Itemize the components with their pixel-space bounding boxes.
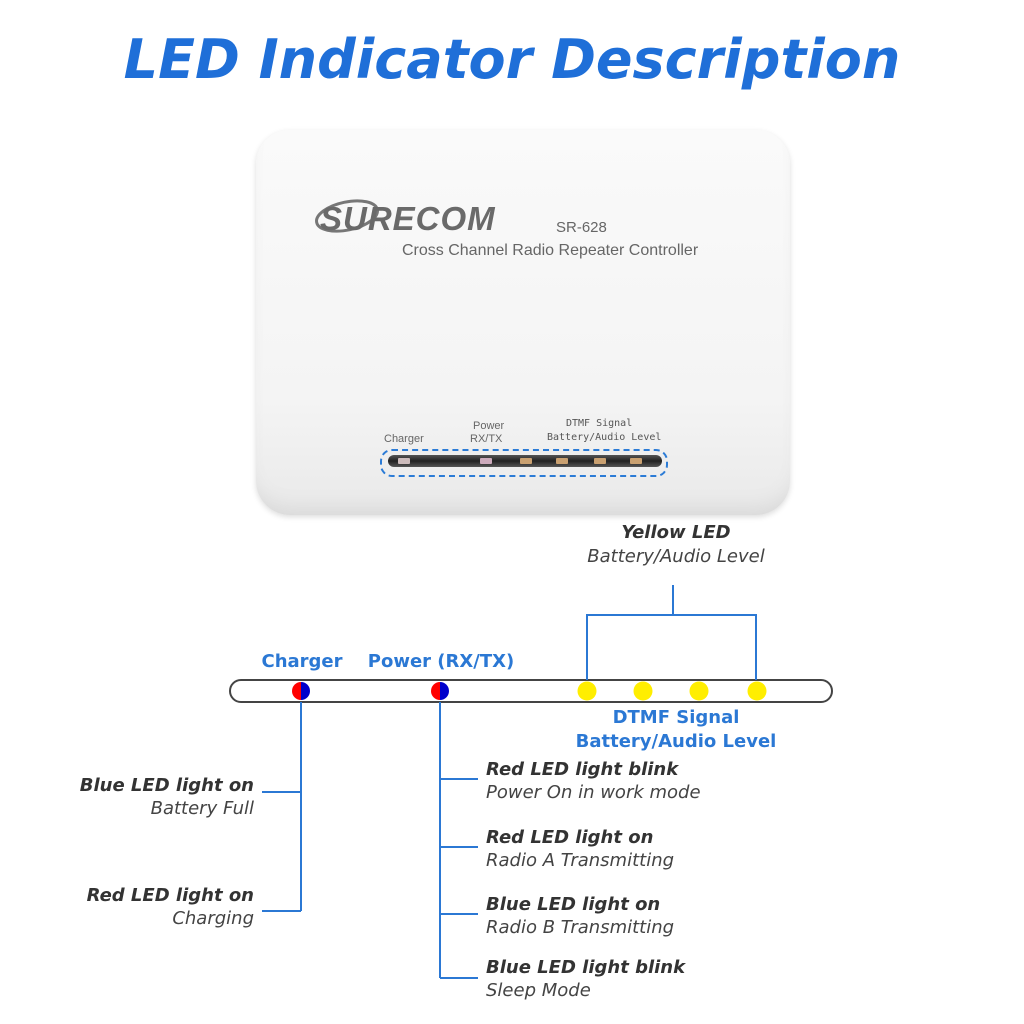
yellow-led-desc: Battery/Audio Level <box>587 546 765 567</box>
device-label-charger: Charger <box>384 433 424 445</box>
yellow-led-icon <box>689 681 709 701</box>
state-title: Blue LED light on <box>486 894 661 915</box>
power-label: Power (RX/TX) <box>367 651 515 672</box>
state-desc: Sleep Mode <box>486 980 591 1001</box>
led-bar <box>229 679 833 703</box>
power-state: Blue LED light on Radio B Transmitting <box>486 894 674 938</box>
state-title: Red LED light on <box>486 827 654 848</box>
state-desc: Radio B Transmitting <box>486 917 675 938</box>
yellow-led-title: Yellow LED <box>621 522 731 543</box>
device-led-yellow <box>556 458 568 464</box>
logo-swoosh-icon <box>315 199 379 233</box>
yellow-led-icon <box>747 681 767 701</box>
yellow-led-icon <box>577 681 597 701</box>
state-desc: Battery Full <box>150 798 254 819</box>
battery-audio-label: Battery/Audio Level <box>575 731 777 752</box>
charger-label: Charger <box>261 651 343 672</box>
charger-led-icon <box>292 682 310 700</box>
device-led-charger <box>398 458 410 464</box>
device-led-power <box>480 458 492 464</box>
power-state: Red LED light blink Power On in work mod… <box>486 759 701 803</box>
device-led-yellow <box>520 458 532 464</box>
charger-state: Red LED light on Charging <box>87 885 254 929</box>
device-subtitle: Cross Channel Radio Repeater Controller <box>402 242 699 259</box>
state-title: Red LED light blink <box>486 759 679 780</box>
device-label-rxtx: RX/TX <box>470 433 503 445</box>
state-title: Blue LED light blink <box>486 957 686 978</box>
state-desc: Charging <box>172 908 254 929</box>
device-label-power: Power <box>473 420 505 432</box>
dtmf-label: DTMF Signal <box>612 707 740 728</box>
device-label-dtmf: DTMF Signal <box>566 418 633 429</box>
device-led-strip <box>388 455 662 467</box>
device-led-yellow <box>630 458 642 464</box>
model-number: SR-628 <box>556 219 607 236</box>
page-title: LED Indicator Description <box>123 28 901 91</box>
state-title: Red LED light on <box>86 885 254 906</box>
state-desc: Power On in work mode <box>486 782 701 803</box>
device-led-yellow <box>594 458 606 464</box>
state-desc: Radio A Transmitting <box>486 850 675 871</box>
device-label-battery: Battery/Audio Level <box>547 432 662 443</box>
led-highlight-box <box>380 449 668 477</box>
connector-lines <box>262 585 757 979</box>
power-state: Red LED light on Radio A Transmitting <box>486 827 674 871</box>
charger-state: Blue LED light on Battery Full <box>80 775 254 819</box>
state-title: Blue LED light on <box>79 775 254 796</box>
power-led-icon <box>431 682 449 700</box>
power-state: Blue LED light blink Sleep Mode <box>486 957 685 1001</box>
brand-logo: SURECOM <box>320 200 496 237</box>
yellow-led-icon <box>633 681 653 701</box>
